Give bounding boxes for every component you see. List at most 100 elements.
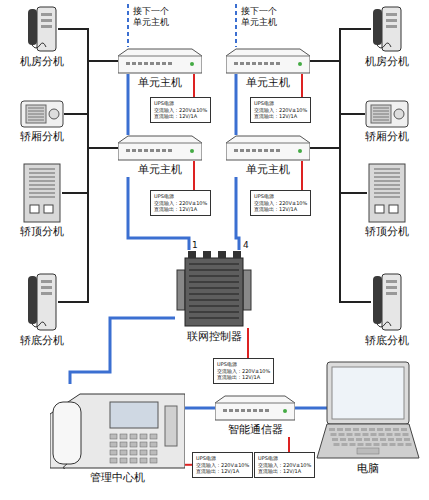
icon-part [276,149,280,152]
icon-part [162,62,166,65]
icon-part [150,450,157,455]
dashed-link [127,4,129,47]
icon-part [63,464,67,469]
icon-part [265,409,269,412]
icon-part [118,143,202,144]
icon-part [345,428,351,431]
connector [236,177,239,250]
icon-part [29,181,55,182]
icon-part [29,185,55,186]
icon-part [28,117,44,118]
ups-text: 直流输出：12V/1A [154,206,207,213]
note-label: 接下一个单元主机 [241,6,279,28]
ups-box: UPS电源交流输入：220V±10%直流输出：12V/1A [254,452,315,478]
icon-part [357,448,379,454]
icon-part [371,105,391,123]
port-number: 4 [243,240,249,251]
icon-part [246,149,250,152]
ups-text: UPS电源 [196,455,249,462]
icon-part [373,108,389,109]
icon-part [374,443,380,446]
ups-text: UPS电源 [154,193,207,200]
device-label: 轿厢分机 [10,129,74,144]
icon-part [156,149,160,152]
icon-part [144,149,148,152]
icon-part [44,205,53,213]
icon-part [369,428,375,431]
icon-part [298,62,302,66]
icon-part [404,438,410,441]
connector [247,328,249,358]
icon-part [223,409,227,412]
connector [70,318,175,384]
icon-part [118,49,202,73]
ups-text: 直流输出：12V/1A [258,468,311,475]
icon-part [382,443,388,446]
icon-part [356,438,362,441]
connector [193,161,195,190]
icon-part [258,62,262,65]
icon-part [32,322,46,327]
icon-part [361,428,367,431]
device-label: 智能通信器 [215,422,295,437]
icon-part [165,406,177,446]
icon-part [21,101,63,127]
icon-part [386,25,397,28]
connector [64,61,118,114]
icon-part [385,428,391,431]
icon-part [377,43,391,48]
icon-part [189,281,239,283]
icon-part [110,434,117,439]
icon-part [130,442,137,447]
icon-part [374,173,400,174]
icon-part [215,396,295,420]
icon-part [393,428,399,431]
icon-part [350,443,356,446]
icon-part [386,13,397,16]
icon-part [358,443,364,446]
icon-part [150,458,157,463]
device-icon [175,250,253,328]
device-icon [226,48,310,74]
icon-part [386,19,397,22]
icon-part [41,280,52,283]
icon-part [380,438,386,441]
icon-part [185,258,243,326]
icon-part [386,286,397,289]
icon-part [259,409,263,412]
ups-text: 直流输出：12V/1A [154,113,207,120]
icon-part [337,428,343,431]
icon-part [270,149,274,152]
icon-part [283,409,287,413]
icon-part [28,9,37,45]
icon-part [366,443,372,446]
icon-part [229,409,233,412]
icon-part [339,433,345,436]
icon-part [110,458,117,463]
icon-part [396,438,402,441]
icon-part [253,409,257,412]
icon-part [347,433,353,436]
icon-part [150,442,157,447]
connector [301,161,303,190]
ups-text: 直流输出：12V/1A [254,206,307,213]
device-node: 单元主机 [226,48,310,90]
note-label: 接下一个单元主机 [133,6,171,28]
device-label: 电脑 [315,461,420,476]
icon-part [374,177,400,178]
connector [235,74,238,135]
icon-part [258,149,262,152]
icon-part [37,274,56,330]
device-icon [365,100,409,128]
icon-part [118,136,202,160]
icon-part [28,111,44,112]
icon-part [240,149,244,152]
device-icon [20,100,64,128]
connector [127,74,130,135]
connector [310,61,365,114]
device-node: 单元主机 [118,48,202,90]
device-node: 轿底分机 [355,272,419,348]
device-node: 轿底分机 [10,272,74,348]
device-icon [118,135,202,161]
